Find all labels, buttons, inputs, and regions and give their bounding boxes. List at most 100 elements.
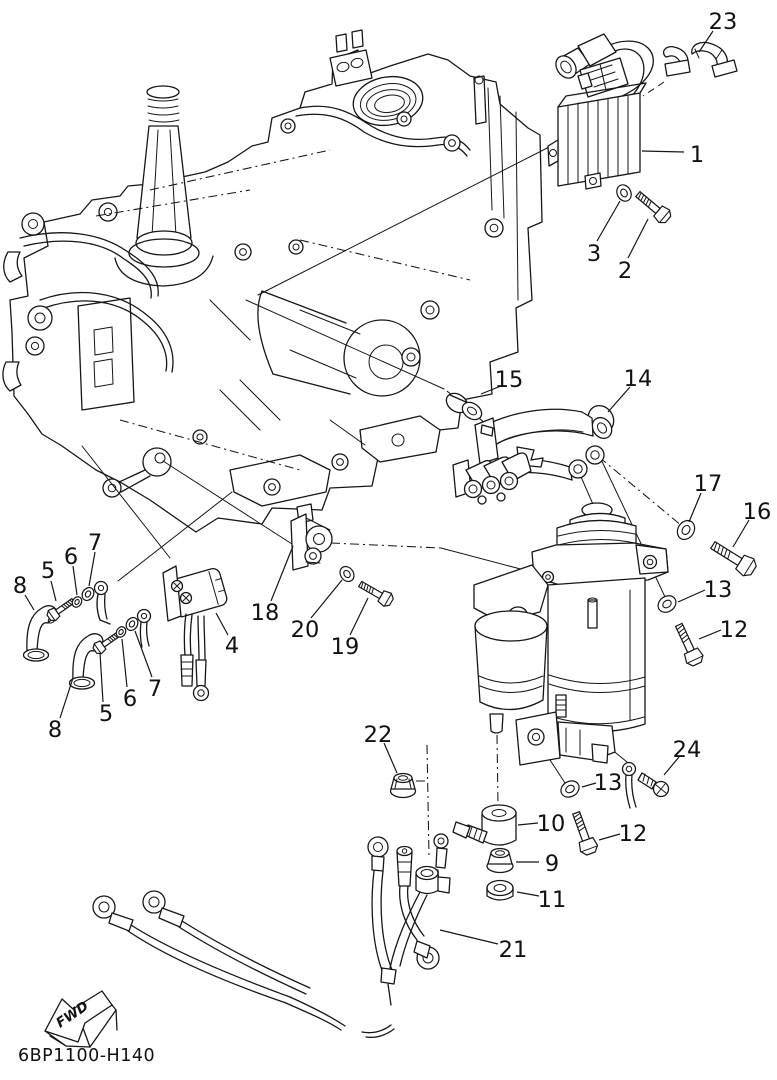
callout-washer-13: 13 <box>678 577 732 603</box>
leader-line <box>481 386 501 394</box>
leader-line <box>311 580 342 618</box>
ring-terminal-a <box>95 582 111 625</box>
washer-13b <box>557 777 583 801</box>
leader-line <box>608 387 630 412</box>
callout-pulser-coil-18: 18 <box>251 546 293 626</box>
lock-nut-11 <box>487 881 513 901</box>
callout-number: 1 <box>690 142 704 168</box>
coil-mount-cluster <box>453 453 531 504</box>
starter-arm <box>474 565 548 622</box>
callout-number: 11 <box>538 887 567 913</box>
callout-number: 16 <box>743 499 772 525</box>
bolt-16 <box>706 535 760 580</box>
callout-wire-harness-clamp-23: 23 <box>699 9 737 52</box>
leader-line <box>628 219 648 258</box>
callout-number: 6 <box>64 544 78 570</box>
callout-ignition-coil-4: 4 <box>216 613 239 659</box>
callout-bolt-19: 19 <box>331 598 368 660</box>
callout-number: 23 <box>709 9 738 35</box>
callout-number: 2 <box>618 258 632 284</box>
callout-number: 9 <box>545 851 559 877</box>
pulser-coil-18 <box>291 504 332 570</box>
leader-line <box>678 590 705 602</box>
callout-terminal-bolt-10: 10 <box>518 811 565 837</box>
starter-bracket-14 <box>453 401 619 504</box>
leader-line <box>699 630 721 639</box>
bolt-bosses <box>22 119 503 470</box>
callout-number: 8 <box>48 717 62 743</box>
flange-nut-9 <box>487 849 513 873</box>
starter-body <box>548 578 645 732</box>
leader-line <box>135 631 152 677</box>
leader-line <box>51 581 56 601</box>
leader-line <box>597 201 620 241</box>
bolt-2 <box>632 187 674 227</box>
fwd-arrow: FWD <box>45 991 117 1047</box>
callout-washer-17: 17 <box>689 471 722 522</box>
leader-line <box>25 595 34 610</box>
callout-spring-washer-6: 6 <box>64 544 78 595</box>
callout-washer-13: 13 <box>582 770 622 796</box>
leader-line <box>642 151 684 152</box>
callout-number: 18 <box>251 600 280 626</box>
bolt-12a <box>670 620 706 669</box>
callout-nut-9: 9 <box>516 851 559 877</box>
callout-rectifier-regulator-1: 1 <box>642 142 704 168</box>
leader-line <box>384 743 397 773</box>
rectifier-body <box>548 83 646 189</box>
callout-screw-24: 24 <box>664 737 701 775</box>
callout-number: 4 <box>225 633 239 659</box>
leader-line <box>664 757 679 775</box>
washer-6a <box>70 594 84 610</box>
callout-spark-plug-cap-8: 8 <box>48 678 73 743</box>
bolt-19 <box>356 577 396 609</box>
mounting-lug <box>103 448 171 497</box>
washer-3 <box>613 181 635 205</box>
callout-plain-washer-7: 7 <box>135 631 162 702</box>
callout-bolt-5: 5 <box>41 558 56 601</box>
callout-bolt-16: 16 <box>733 499 771 547</box>
callout-number: 22 <box>364 722 393 748</box>
callout-number: 20 <box>291 617 320 643</box>
callout-washer-20: 20 <box>291 580 342 643</box>
leader-line <box>60 678 73 718</box>
callout-number: 12 <box>619 821 648 847</box>
wire-lead-21 <box>93 834 450 1037</box>
wire-harness-clamp <box>664 42 737 77</box>
cylinder-boss <box>258 291 420 396</box>
starter-motor <box>474 503 668 765</box>
callout-bolt-12: 12 <box>599 821 647 847</box>
leader-line <box>518 823 538 825</box>
callout-plain-washer-7: 7 <box>88 530 102 586</box>
starter-bottom-bracket <box>516 712 615 765</box>
collar-15 <box>443 389 485 423</box>
washer-20 <box>336 563 358 585</box>
leader-line <box>89 552 95 586</box>
callout-number: 24 <box>673 737 702 763</box>
callout-number: 13 <box>594 770 623 796</box>
callout-spring-washer-6: 6 <box>122 639 137 712</box>
part-code: 6BP1100-H140 <box>18 1046 155 1066</box>
leader-line <box>350 598 368 635</box>
callout-number: 7 <box>148 676 162 702</box>
callout-bolt-12: 12 <box>699 617 748 643</box>
leader-line <box>216 613 228 635</box>
screw-24 <box>623 763 669 809</box>
leader-line <box>582 783 596 787</box>
ring-block <box>416 867 450 894</box>
leader-line <box>73 566 77 595</box>
callout-wire-lead-21: 21 <box>440 930 527 963</box>
callout-nut-22: 22 <box>364 722 397 773</box>
callout-number: 14 <box>624 366 653 392</box>
callout-number: 15 <box>495 367 524 393</box>
leader-line <box>517 892 539 896</box>
callout-collar-15: 15 <box>481 367 523 394</box>
callout-number: 5 <box>41 558 55 584</box>
leader-line <box>699 31 713 52</box>
rectifier-regulator <box>548 34 653 189</box>
leader-line <box>599 834 620 840</box>
callout-number: 19 <box>331 634 360 660</box>
flange-nut-22 <box>391 774 416 798</box>
